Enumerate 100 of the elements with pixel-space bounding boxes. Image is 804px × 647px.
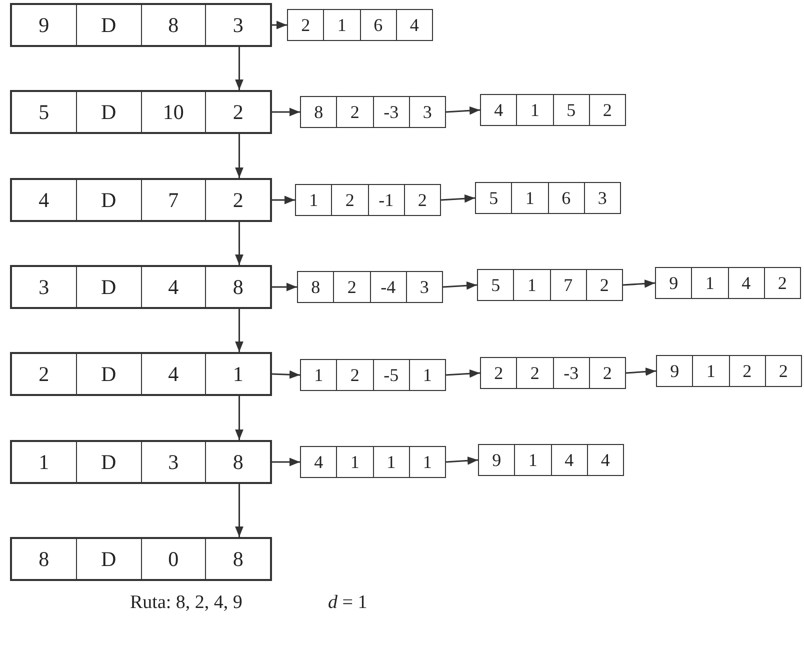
record-box [10, 440, 272, 484]
cell-value: 5 [489, 188, 498, 208]
record-box [480, 357, 626, 389]
cell-value: 8 [311, 276, 320, 298]
arrow [446, 106, 480, 115]
cell-value: D [101, 100, 116, 124]
cell-value: 8 [168, 12, 179, 38]
cell-value: 4 [742, 272, 751, 294]
arrow [235, 484, 244, 537]
cell-value: 7 [168, 188, 179, 212]
cell-value: 2 [602, 362, 612, 384]
cell-value: 2 [602, 100, 612, 120]
cell-value: 1 [528, 450, 538, 470]
record-box [300, 359, 446, 391]
record-box [475, 182, 621, 214]
cell-value: -1 [378, 190, 394, 210]
cell-value: D [101, 188, 116, 212]
arrow [272, 108, 300, 116]
cell-value: 1 [232, 362, 244, 386]
cell-value: 8 [232, 274, 244, 300]
cell-value: D [101, 12, 116, 38]
cell-value: 9 [669, 272, 678, 294]
cell-value: 10 [162, 100, 184, 124]
arrow [272, 370, 300, 379]
cell-value: D [101, 274, 116, 300]
cell-value: 2 [301, 14, 310, 36]
cell-value: 2 [778, 272, 787, 294]
cell-value: 1 [706, 360, 716, 382]
record-box [287, 9, 433, 41]
cell-value: 1 [337, 14, 346, 36]
cell-value: -3 [564, 362, 579, 384]
record-box [10, 352, 272, 396]
arrow [446, 369, 480, 378]
cell-value: 6 [374, 14, 383, 36]
cell-value: 1 [705, 272, 714, 294]
record-box [297, 271, 443, 303]
cell-value: 9 [670, 360, 680, 382]
cell-value: 1 [386, 452, 396, 472]
record-box [10, 537, 272, 581]
cell-value: 9 [38, 12, 50, 38]
cell-value: 3 [232, 12, 244, 38]
cell-value: 4 [600, 450, 610, 470]
cell-value: 2 [347, 276, 356, 298]
cell-value: 8 [314, 102, 324, 122]
cell-value: 1 [527, 274, 536, 296]
arrow [235, 222, 244, 265]
cell-value: 1 [38, 450, 50, 474]
cell-value: 2 [600, 274, 609, 296]
cell-value: 2 [778, 360, 788, 382]
cell-value: 4 [564, 450, 574, 470]
cell-value: 3 [598, 188, 607, 208]
cell-value: 3 [168, 450, 179, 474]
cell-value: D [101, 362, 116, 386]
cell-value: 4 [168, 274, 179, 300]
arrow [235, 396, 244, 440]
cell-value: 8 [38, 546, 50, 572]
record-box [10, 265, 272, 309]
record-box [300, 96, 446, 128]
cell-value: 5 [566, 100, 576, 120]
cell-value: -4 [380, 276, 396, 298]
record-box [10, 178, 272, 222]
cell-value: 7 [564, 274, 573, 296]
cell-value: 1 [525, 188, 534, 208]
cell-value: 2 [232, 188, 244, 212]
record-box [10, 90, 272, 134]
cell-value: 9 [492, 450, 502, 470]
cell-value: 1 [422, 364, 432, 386]
cell-value: D [101, 450, 116, 474]
record-box [655, 267, 801, 299]
cell-value: -3 [384, 102, 399, 122]
cell-value: 2 [530, 362, 540, 384]
arrow [440, 194, 476, 203]
cell-value: 2 [232, 100, 244, 124]
arrow [272, 20, 287, 30]
cell-value: 3 [38, 274, 50, 300]
cell-value: 4 [314, 452, 324, 472]
arrow [446, 456, 478, 465]
arrow [272, 282, 297, 292]
cell-value: 2 [38, 362, 50, 386]
record-box [656, 355, 802, 387]
cell-value: 2 [350, 364, 360, 386]
arrow [235, 309, 244, 352]
cell-value: 1 [314, 364, 324, 386]
cell-value: 2 [494, 362, 504, 384]
arrow [442, 281, 478, 290]
cell-value: 2 [345, 190, 354, 210]
record-box [10, 3, 272, 47]
cell-value: 3 [420, 276, 429, 298]
cell-value: 4 [168, 362, 179, 386]
cell-value: 1 [422, 452, 432, 472]
arrow [235, 47, 244, 90]
cell-value: 3 [422, 102, 432, 122]
record-box [477, 269, 623, 301]
cell-value: 4 [38, 188, 50, 212]
arrow [272, 196, 295, 204]
cell-value: -5 [384, 364, 399, 386]
cell-value: 2 [742, 360, 752, 382]
cell-value: 2 [350, 102, 360, 122]
record-box [480, 94, 626, 126]
arrow [622, 279, 656, 288]
